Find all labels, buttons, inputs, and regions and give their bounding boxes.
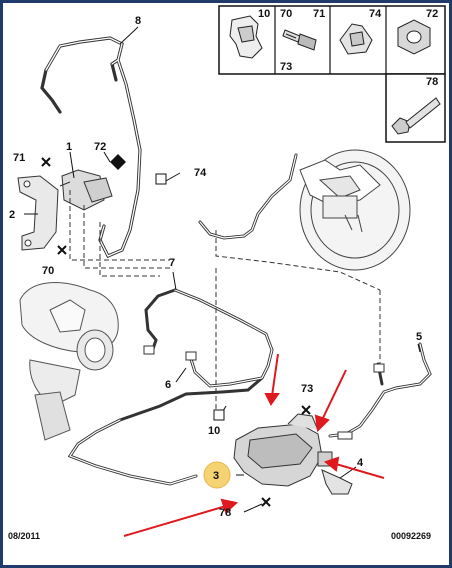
callout-74: 74 [194,167,207,179]
turbocharger [19,282,119,441]
clip-74-icon [339,23,373,55]
booster-pipe [198,153,298,240]
bolt-78-icon [391,97,441,135]
vacuum-canister [233,413,353,495]
label-74-inset: 74 [369,8,382,20]
marker-72-icon [110,154,126,170]
callout-box-74 [155,173,167,185]
callout-72: 72 [94,141,106,153]
red-arrows [123,353,385,537]
label-78-inset: 78 [426,76,438,88]
pipe-5-inner [329,343,431,437]
callout-73: 73 [301,383,313,395]
bracket-and-solenoid [17,169,113,251]
callout-78: 78 [219,507,231,519]
booster-pipe-inner [199,154,297,239]
connector-clips [143,345,385,440]
callout-2: 2 [9,209,15,221]
label-70: 70 [280,8,292,20]
footer-code: 00092269 [391,531,431,541]
callout-4: 4 [357,457,364,469]
callout-8: 8 [135,15,141,27]
callout-box-10 [213,409,225,421]
callout-71: 71 [13,152,25,164]
screw-70-icon [282,29,317,51]
cross-marks [41,157,311,507]
callout-70: 70 [42,265,54,277]
label-71: 71 [313,8,325,20]
label-10: 10 [258,8,270,20]
callout-6: 6 [165,379,171,391]
footer-date: 08/2011 [8,531,40,541]
dashed-leaders [69,190,381,410]
callout-10: 10 [208,425,220,437]
label-72-inset: 72 [426,8,438,20]
label-73-inset: 73 [280,61,292,73]
nut-72-icon [397,19,431,55]
vacuum-pipes-inner [45,37,141,257]
callout-3: 3 [213,470,219,482]
callout-5: 5 [416,331,422,343]
callout-7: 7 [169,257,175,269]
pipe-7-inner [69,289,273,485]
clip-10-icon [229,15,263,59]
callout-1: 1 [66,141,72,153]
highlight-3-icon [203,461,231,489]
brake-booster [299,149,411,271]
